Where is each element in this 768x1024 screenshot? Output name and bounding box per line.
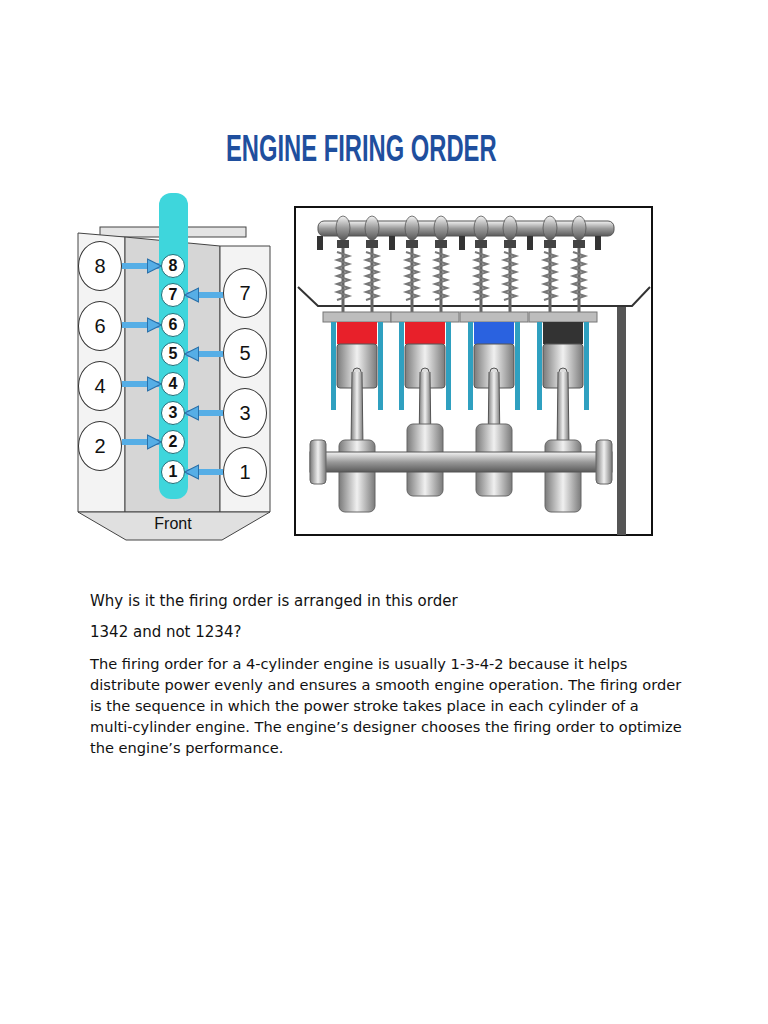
firing-arrow [186,351,223,357]
cylinder-circle: 1 [223,447,267,497]
firing-arrow [186,410,223,416]
front-label: Front [133,514,213,535]
inner-cylinder-circle: 4 [161,372,185,396]
firing-arrow [122,381,160,387]
cylinder-circle: 6 [78,301,122,351]
cylinder-circle: 8 [78,241,122,291]
crank-bar [159,193,188,499]
cylinder-number: 6 [94,316,105,336]
cylinder-circle: 5 [223,328,267,378]
firing-arrow [186,292,223,298]
engine-cutaway [295,207,652,535]
cylinder-number: 1 [169,464,178,480]
firing-arrow [122,263,160,269]
cylinder-number: 1 [239,462,250,482]
body-paragraph: The firing order for a 4-cylinder engine… [90,653,682,758]
cylinder-circle: 3 [223,388,267,438]
question-text: Why is it the firing order is arranged i… [90,592,710,612]
cylinder-number: 3 [239,403,250,423]
cylinder-number: 2 [169,434,178,450]
firing-arrow [122,439,160,445]
inner-cylinder-circle: 3 [161,401,185,425]
inner-cylinder-circle: 5 [161,342,185,366]
inner-cylinder-circle: 7 [161,283,185,307]
cylinder-number: 8 [169,258,178,274]
cylinder-number: 8 [94,256,105,276]
cylinder-number: 3 [169,405,178,421]
inner-cylinder-circle: 2 [161,430,185,454]
engine-block [78,193,270,540]
question-text: 1342 and not 1234? [90,623,710,643]
cylinder-number: 6 [169,317,178,333]
cylinder-number: 5 [239,343,250,363]
cylinder-circle: 4 [78,361,122,411]
cylinder-number: 4 [94,376,105,396]
cylinder-circle: 2 [78,421,122,471]
firing-arrow [122,322,160,328]
cylinder-number: 4 [169,376,178,392]
title: ENGINE FIRING ORDER [226,128,490,170]
firing-arrow [186,469,223,475]
inner-cylinder-circle: 6 [161,313,185,337]
cylinder-number: 7 [169,287,178,303]
cylinder-number: 7 [239,283,250,303]
inner-cylinder-circle: 1 [161,460,185,484]
cylinder-number: 5 [169,346,178,362]
cylinder-circle: 7 [223,268,267,318]
inner-cylinder-circle: 8 [161,254,185,278]
cylinder-number: 2 [94,436,105,456]
